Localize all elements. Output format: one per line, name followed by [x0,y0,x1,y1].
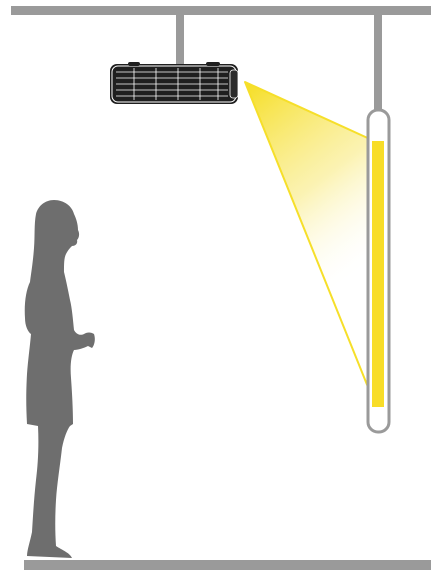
projector-icon [110,62,239,104]
ceiling-bar [11,6,431,15]
person-silhouette [24,200,95,558]
screen-surface [372,141,384,407]
floor-bar [24,560,431,570]
projector-mount-pole [176,15,184,66]
projection-beam [244,81,373,398]
screen-mount-pole [374,15,382,112]
